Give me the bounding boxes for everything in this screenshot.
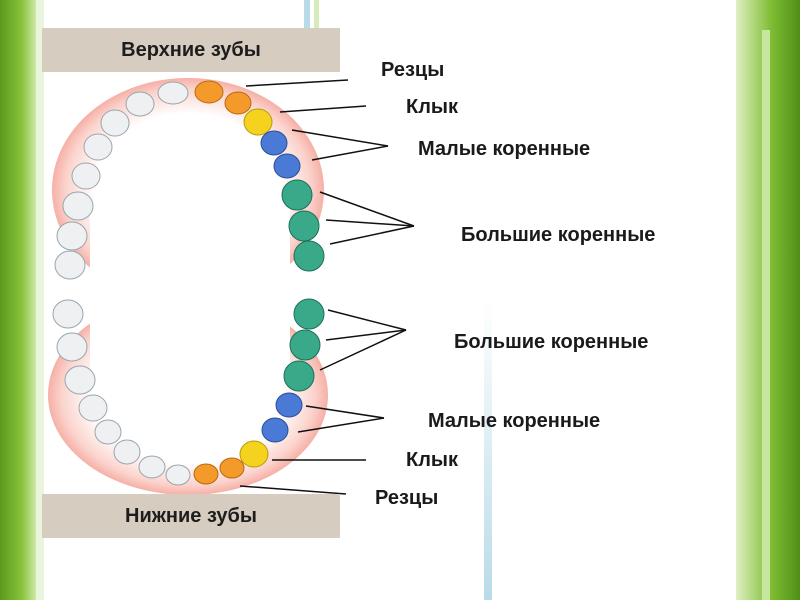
pointer-upper-incisors bbox=[245, 79, 349, 87]
upper-teeth-label: Верхние зубы bbox=[42, 28, 340, 72]
callout-lower-premolars: Малые коренные bbox=[428, 410, 601, 432]
pointer-lower-molars-c bbox=[319, 329, 407, 371]
tooth-other bbox=[78, 394, 108, 422]
tooth-other bbox=[56, 221, 88, 251]
pointer-upper-molars-c bbox=[329, 225, 415, 245]
pointer-upper-molars-b bbox=[325, 219, 415, 227]
pointer-lower-incisors bbox=[239, 485, 347, 495]
tooth-premolar bbox=[261, 417, 289, 443]
tooth-molar bbox=[293, 240, 325, 272]
callout-upper-incisors: Резцы bbox=[381, 59, 445, 81]
upper-teeth bbox=[54, 80, 325, 280]
pointer-lower-molars-b bbox=[325, 329, 407, 341]
tooth-premolar bbox=[260, 130, 288, 156]
tooth-premolar bbox=[275, 392, 303, 418]
callout-lower-molars: Большие коренные bbox=[454, 331, 649, 353]
pointer-upper-premolars-a bbox=[291, 129, 389, 147]
pointer-lower-molars-a bbox=[327, 309, 407, 331]
tooth-incisor bbox=[224, 91, 252, 115]
tooth-other bbox=[113, 439, 141, 465]
tooth-incisor bbox=[194, 80, 224, 104]
tooth-other bbox=[71, 162, 101, 190]
tooth-canine bbox=[239, 440, 269, 468]
tooth-other bbox=[83, 133, 113, 161]
tooth-other bbox=[52, 299, 84, 329]
pointer-lines bbox=[239, 79, 415, 495]
pointer-lower-premolars-a bbox=[305, 405, 385, 419]
tooth-molar bbox=[281, 179, 313, 211]
tooth-incisor bbox=[193, 463, 219, 485]
tooth-other bbox=[100, 109, 130, 137]
pointer-upper-premolars-b bbox=[311, 145, 389, 161]
tooth-incisor bbox=[219, 457, 245, 479]
accent-stripe bbox=[36, 0, 44, 600]
tooth-premolar bbox=[273, 153, 301, 179]
tooth-other bbox=[62, 191, 94, 221]
tooth-other bbox=[125, 91, 155, 117]
tooth-other bbox=[138, 455, 166, 479]
mouth-center bbox=[90, 200, 290, 380]
lower-teeth-label: Нижние зубы bbox=[42, 494, 340, 538]
callout-upper-premolars: Малые коренные bbox=[418, 138, 591, 160]
tooth-molar bbox=[288, 210, 320, 242]
accent-stripe bbox=[762, 30, 770, 600]
tooth-other bbox=[56, 332, 88, 362]
tooth-other bbox=[54, 250, 86, 280]
pointer-lower-premolars-b bbox=[297, 417, 385, 433]
left-green-border bbox=[0, 0, 36, 600]
tooth-other bbox=[165, 464, 191, 486]
accent-stripe bbox=[314, 0, 319, 32]
callout-lower-canine: Клык bbox=[406, 449, 459, 471]
tooth-other bbox=[64, 365, 96, 395]
pointer-upper-molars-a bbox=[319, 191, 415, 227]
tooth-molar bbox=[283, 360, 315, 392]
callout-upper-molars: Большие коренные bbox=[461, 224, 656, 246]
pointer-upper-canine bbox=[279, 105, 367, 113]
accent-stripe bbox=[304, 0, 310, 32]
lower-teeth bbox=[52, 298, 325, 486]
callout-upper-canine: Клык bbox=[406, 96, 459, 118]
tooth-molar bbox=[289, 329, 321, 361]
tooth-canine bbox=[243, 108, 273, 136]
tooth-other bbox=[94, 419, 122, 445]
accent-stripe bbox=[484, 300, 492, 600]
tooth-other bbox=[157, 81, 189, 105]
callout-lower-incisors: Резцы bbox=[375, 487, 439, 509]
tooth-molar bbox=[293, 298, 325, 330]
